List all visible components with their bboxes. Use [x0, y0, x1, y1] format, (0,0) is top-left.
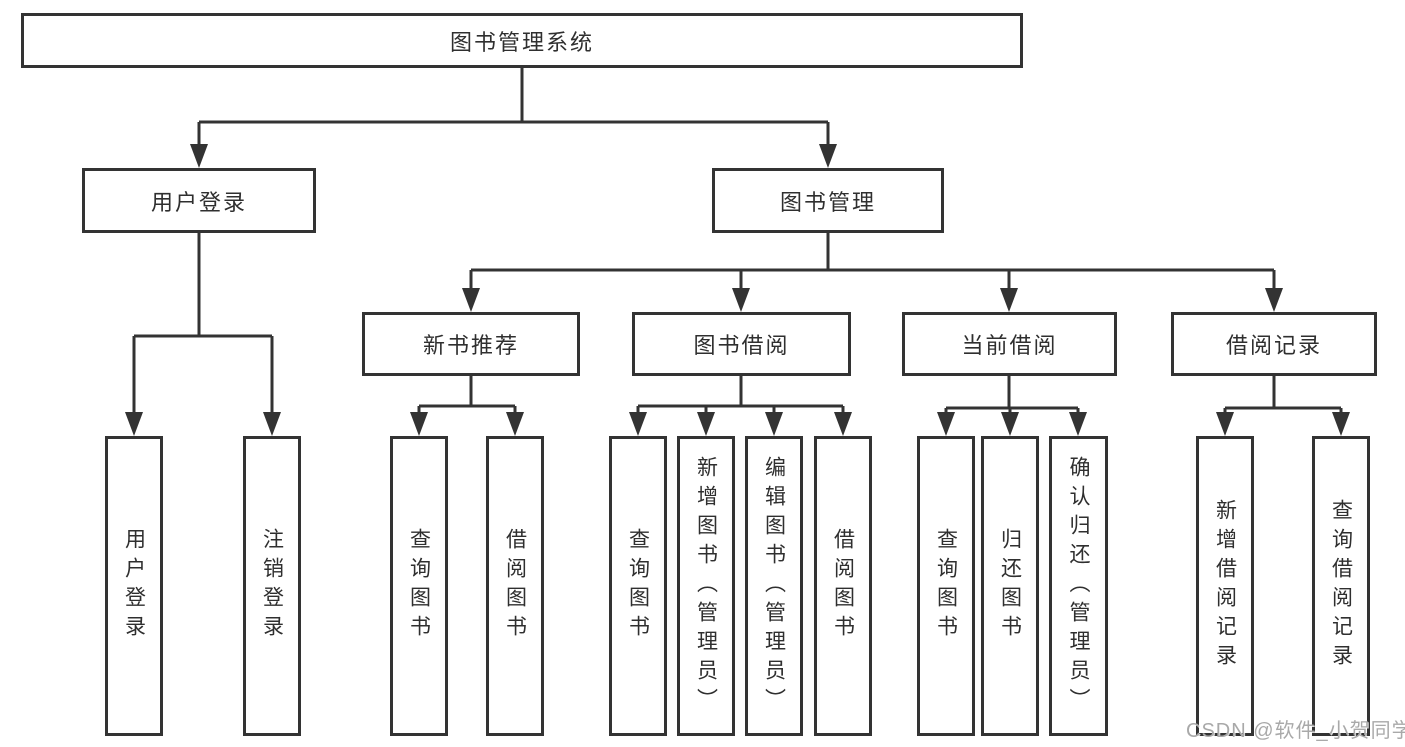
node-new-book-recommend: 新书推荐: [362, 312, 580, 376]
arrowhead: [765, 412, 783, 436]
arrowhead: [462, 288, 480, 312]
arrowhead: [506, 412, 524, 436]
arrowhead: [697, 412, 715, 436]
leaf-return-books: 归还图书: [981, 436, 1039, 736]
arrowheads: [125, 144, 1350, 436]
leaf-label: 查询图书: [626, 528, 650, 644]
leaf-label: 借阅图书: [503, 528, 527, 644]
leaf-label: 归还图书: [998, 528, 1022, 644]
leaf-label: 借阅图书: [831, 528, 855, 644]
arrowhead: [834, 412, 852, 436]
leaf-user-login: 用户登录: [105, 436, 163, 736]
leaf-label: 查询图书: [934, 528, 958, 644]
arrowhead: [1069, 412, 1087, 436]
arrowhead: [410, 412, 428, 436]
leaf-label: 用户登录: [122, 528, 146, 644]
leaf-label: 新增借阅记录: [1213, 499, 1237, 673]
leaf-label: 确认归还（管理员）: [1067, 455, 1090, 717]
leaf-label: 编辑图书（管理员）: [762, 455, 786, 717]
arrowhead: [629, 412, 647, 436]
arrowhead: [263, 412, 281, 436]
leaf-query-borrow-record: 查询借阅记录: [1312, 436, 1370, 736]
leaf-confirm-return-admin: 确认归还（管理员）: [1049, 436, 1108, 736]
leaf-logout: 注销登录: [243, 436, 301, 736]
leaf-add-books-admin: 新增图书（管理员）: [677, 436, 735, 736]
leaf-query-books-current: 查询图书: [917, 436, 975, 736]
node-root-library-management-system: 图书管理系统: [21, 13, 1023, 68]
csdn-watermark: CSDN @软件_小贺同学: [1186, 720, 1405, 742]
arrowhead: [1216, 412, 1234, 436]
leaf-borrow-books-recommend: 借阅图书: [486, 436, 544, 736]
arrowhead: [937, 412, 955, 436]
arrowhead: [1265, 288, 1283, 312]
leaf-borrow-books: 借阅图书: [814, 436, 872, 736]
arrowhead: [1001, 412, 1019, 436]
leaf-query-books-recommend: 查询图书: [390, 436, 448, 736]
arrowhead: [732, 288, 750, 312]
arrowhead: [1000, 288, 1018, 312]
node-current-borrow: 当前借阅: [902, 312, 1117, 376]
node-book-management: 图书管理: [712, 168, 944, 233]
arrowhead: [190, 144, 208, 168]
arrowhead: [819, 144, 837, 168]
leaf-edit-books-admin: 编辑图书（管理员）: [745, 436, 803, 736]
node-borrow-record: 借阅记录: [1171, 312, 1377, 376]
leaf-label: 查询图书: [407, 528, 431, 644]
connector-path: [132, 68, 1343, 416]
leaf-label: 查询借阅记录: [1329, 499, 1353, 673]
leaf-query-books-borrow: 查询图书: [609, 436, 667, 736]
leaf-label: 注销登录: [260, 528, 284, 644]
arrowhead: [125, 412, 143, 436]
arrowhead: [1332, 412, 1350, 436]
node-user-login: 用户登录: [82, 168, 316, 233]
node-book-borrow: 图书借阅: [632, 312, 851, 376]
leaf-label: 新增图书（管理员）: [694, 455, 718, 717]
leaf-add-borrow-record: 新增借阅记录: [1196, 436, 1254, 736]
